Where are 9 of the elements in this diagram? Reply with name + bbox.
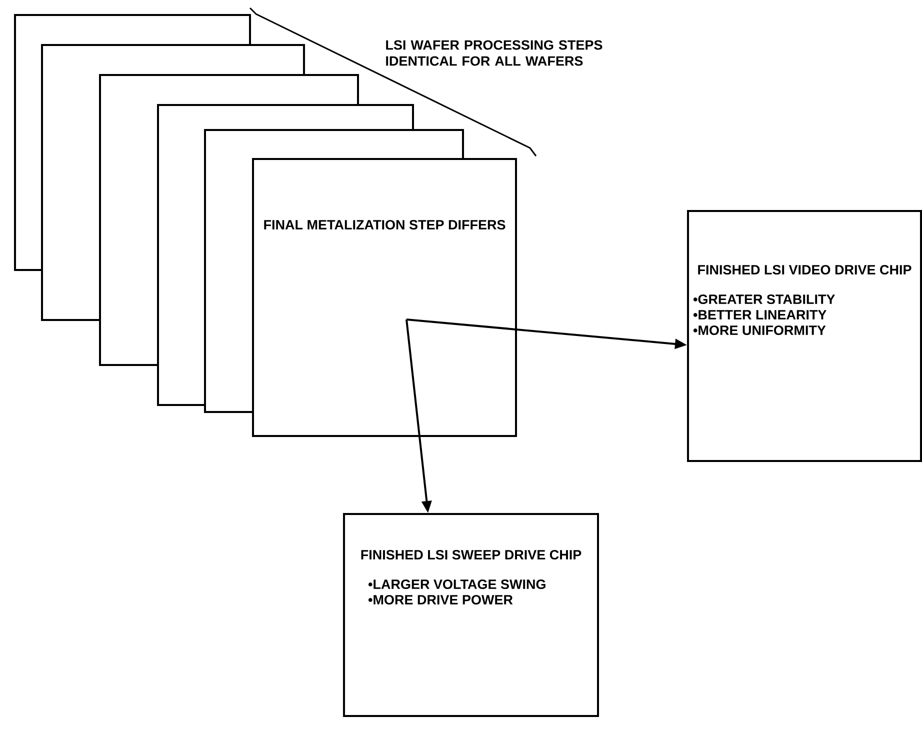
wafer-sheet bbox=[99, 74, 158, 366]
chip-box: FINISHED LSI VIDEO DRIVE CHIP •GREATER STABILITY •BETTER LINEARITY •MORE UNIFORMITY bbox=[687, 210, 922, 462]
chip-box: FINISHED LSI SWEEP DRIVE CHIP •LARGER VOLTAGE SWING •MORE DRIVE POWER bbox=[343, 513, 599, 717]
bracket-label: LSI WAFER PROCESSING STEPS IDENTICAL FOR ALL WAFERS bbox=[386, 40, 602, 66]
wafer-sheet bbox=[157, 104, 205, 406]
wafer-box: FINAL METALIZATION STEP DIFFERS bbox=[252, 158, 517, 437]
wafer-sheet bbox=[41, 44, 100, 321]
wafer-sheet bbox=[204, 129, 252, 413]
wafer-sheet bbox=[14, 14, 42, 271]
